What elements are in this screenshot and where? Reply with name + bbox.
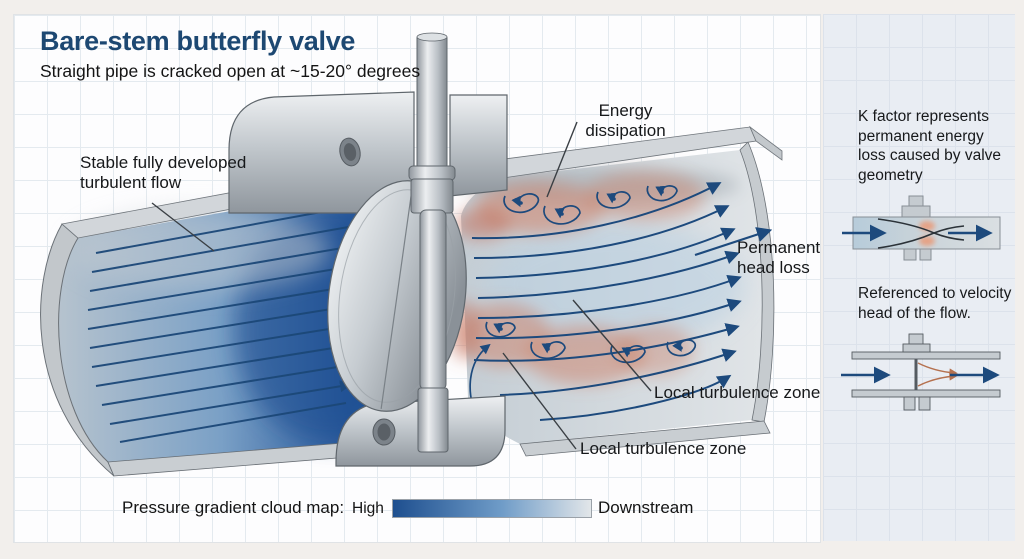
label-local-turbulence-lower: Local turbulence zone bbox=[580, 439, 747, 458]
velocity-head-note: Referenced to velocity head of the flow. bbox=[858, 285, 1012, 322]
diagram-panel bbox=[13, 14, 821, 543]
k-factor-note: K factor represents permanent energy los… bbox=[858, 108, 1002, 184]
label-stable-flow: Stable fully developed turbulent flow bbox=[80, 153, 247, 192]
pressure-gradient-bar bbox=[392, 499, 592, 518]
legend-label: Pressure gradient cloud map: bbox=[122, 498, 345, 517]
legend-high-label: High bbox=[352, 500, 384, 517]
page-title: Bare-stem butterfly valve bbox=[40, 26, 356, 56]
legend-downstream-label: Downstream bbox=[598, 498, 694, 517]
label-permanent-head-loss: Permanent head loss bbox=[737, 238, 821, 277]
label-local-turbulence-upper: Local turbulence zone bbox=[654, 383, 821, 402]
sidebar-panel bbox=[823, 14, 1015, 541]
label-energy-dissipation: Energy dissipation bbox=[585, 101, 666, 140]
page-subtitle: Straight pipe is cracked open at ~15-20°… bbox=[40, 61, 421, 81]
